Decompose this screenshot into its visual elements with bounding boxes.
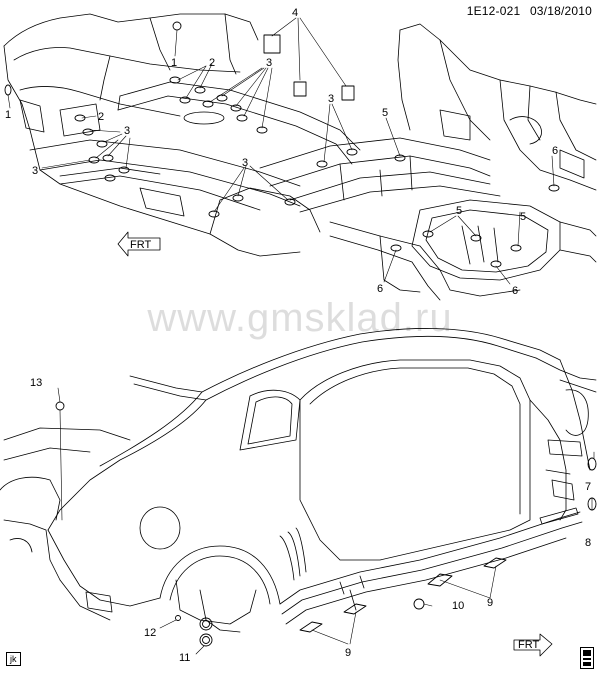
lower-parts [55, 401, 597, 647]
callout-7: 7 [585, 481, 591, 493]
plug-7 [587, 457, 597, 471]
pad-9c [299, 621, 323, 633]
plug-11a [199, 617, 213, 631]
diagram-code: 1E12-021 [466, 4, 521, 18]
callout-3a: 3 [266, 57, 272, 69]
corner-tag: jk [6, 652, 21, 666]
front-arrow-upper: FRT [117, 231, 161, 257]
tape-patch-4a [263, 34, 281, 54]
fuel-door [139, 506, 181, 550]
plug-12 [175, 615, 181, 621]
body-side [0, 328, 597, 633]
front-arrow-lower: FRT [513, 633, 553, 657]
tape-patch-4b [293, 81, 307, 97]
underbody-floor-pan [3, 13, 597, 301]
callout-1b: 1 [5, 109, 11, 121]
front-label-lower: FRT [518, 639, 539, 651]
callout-11: 11 [179, 652, 190, 664]
callout-2a: 2 [209, 57, 215, 69]
callout-1a: 1 [171, 57, 177, 69]
callout-5a: 5 [382, 107, 388, 119]
callout-9b: 9 [345, 647, 351, 659]
callout-6c: 6 [512, 285, 518, 297]
diagram-date: 03/18/2010 [529, 4, 592, 18]
callout-8: 8 [585, 537, 591, 549]
callout-3d: 3 [242, 157, 248, 169]
callout-6a: 6 [552, 145, 558, 157]
upper-leaders [7, 17, 555, 285]
callout-2b: 2 [98, 111, 104, 123]
tape-patch-4c [341, 85, 355, 101]
front-label-upper: FRT [130, 239, 151, 251]
plug-13 [55, 401, 65, 411]
upper-plugs [4, 21, 560, 268]
lower-leaders [57, 387, 595, 655]
pad-9b [483, 557, 507, 569]
callout-13: 13 [30, 377, 42, 389]
callout-4: 4 [292, 7, 298, 19]
publisher-logo-icon [580, 647, 594, 669]
callout-3e: 3 [328, 93, 334, 105]
callout-6b: 6 [377, 283, 383, 295]
callout-3b: 3 [124, 125, 130, 137]
plug-hole-1b [4, 84, 12, 96]
watermark: www.gmsklad.ru [147, 296, 453, 340]
callout-3c: 3 [32, 165, 38, 177]
callout-10: 10 [452, 600, 464, 612]
diagram-header: 1E12-021 03/18/2010 [461, 4, 592, 18]
pad-9a [427, 573, 453, 587]
callout-12: 12 [144, 627, 156, 639]
plug-hole-1 [172, 21, 182, 31]
plug-11b [199, 633, 213, 647]
plug-10 [413, 598, 425, 610]
callout-9a: 9 [487, 597, 493, 609]
callout-5b: 5 [456, 205, 462, 217]
callout-5c: 5 [520, 211, 526, 223]
callout-numbers: 1 1 2 2 3 3 3 3 3 4 5 5 5 6 6 6 7 8 9 9 … [5, 7, 591, 664]
pad-9d [343, 603, 367, 615]
